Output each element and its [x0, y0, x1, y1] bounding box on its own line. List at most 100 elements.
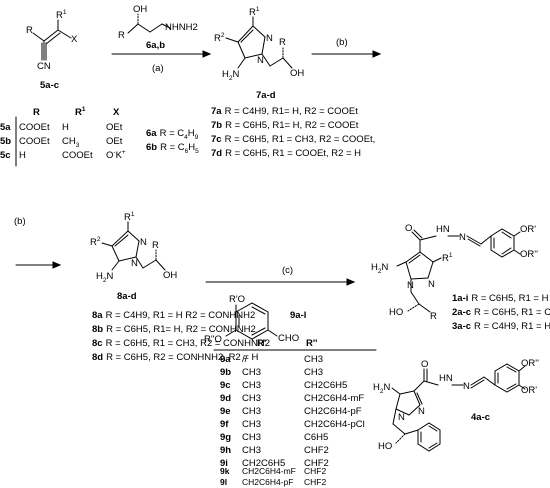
- c5-atom-R1: R1: [56, 9, 67, 21]
- c7-atom-R2: R2: [214, 32, 225, 44]
- c7-atom-R: R: [279, 37, 286, 48]
- t5-header-R1: R1: [75, 106, 86, 118]
- t5-row-5c-X: O-K+: [106, 149, 126, 161]
- compound-9-structure: [225, 302, 278, 340]
- c5-atom-CN: CN: [37, 61, 51, 72]
- c5-label: 5a-c: [40, 80, 59, 91]
- t5-row-5b-R1: CH3: [62, 136, 80, 149]
- c1-atom-NH: HN: [436, 224, 450, 235]
- c1-atom-HO: HO: [389, 307, 403, 318]
- t9-header-r1: R': [257, 338, 266, 349]
- c4-atom-NH: HN: [439, 373, 453, 384]
- c8-atom-R1: R1: [124, 211, 135, 223]
- c4-atom-OR1: OR': [521, 385, 537, 396]
- compound-1-structure: [396, 228, 521, 313]
- c4-atom-HO: HO: [378, 441, 392, 452]
- c4-atom-N1: N: [398, 412, 405, 423]
- c9-atom-OR2: R''O: [204, 334, 222, 345]
- t5-row-5a-R1: H: [62, 122, 69, 133]
- c7-atom-N2: N: [266, 33, 273, 44]
- c5-atom-X: X: [71, 34, 78, 45]
- t5-row-5c-R1: COOEt: [62, 150, 93, 161]
- step-b-condition-top: (b): [336, 37, 348, 48]
- step-c-condition: (c): [282, 265, 293, 276]
- c9-label: 9a-l: [290, 310, 306, 321]
- c7-atom-R1: R1: [249, 6, 260, 18]
- t5-row-5a-id: 5a: [0, 122, 11, 133]
- c1-atom-N: N: [459, 232, 466, 243]
- c8-atom-NH2: H2N: [96, 271, 114, 284]
- c8-atom-N1: N: [131, 258, 138, 269]
- t5-row-5b-id: 5b: [0, 136, 11, 147]
- c4-atom-N2: N: [418, 406, 425, 417]
- c8-atom-R2: R2: [90, 236, 101, 248]
- c4-atom-NH2: H2N: [373, 382, 391, 395]
- c8-atom-R: R: [152, 240, 159, 251]
- c5-atom-R: R: [26, 25, 33, 36]
- compound-7-structure: [225, 16, 293, 69]
- c1-row-2: 2a-cR = C6H5, R1 = CH3: [452, 307, 550, 318]
- c4-atom-OR2: OR'': [521, 358, 539, 369]
- compound-8-structure: [101, 221, 166, 271]
- c8-label: 8a-d: [117, 291, 137, 302]
- t9-header-r2: R'': [306, 338, 317, 349]
- t5-header-X: X: [113, 107, 120, 118]
- t5-row-5c-id: 5c: [0, 150, 11, 161]
- c1-atom-OR1: OR': [520, 224, 536, 235]
- r6-hydrazine: NHNH2: [165, 22, 198, 33]
- c8-atom-OH: OH: [163, 270, 177, 281]
- step-b-condition-left: (b): [14, 216, 26, 227]
- c1-atom-NH2: H2N: [371, 262, 389, 275]
- c1-atom-O: O: [405, 223, 412, 234]
- c1-atom-N1: N: [407, 280, 414, 291]
- c7-label: 7a-d: [256, 90, 276, 101]
- compound-5-structure: [32, 19, 72, 61]
- c1-atom-N2: N: [428, 279, 435, 290]
- t5-row-5b-X: OEt: [106, 136, 123, 147]
- t9-row: 9a//CH3: [220, 354, 323, 365]
- c1-atom-R1: R1: [442, 252, 453, 264]
- c4-label: 4a-c: [471, 412, 490, 423]
- t5-row-5a-R: COOEt: [19, 122, 50, 133]
- c9-atom-CHO: CHO: [278, 333, 299, 344]
- c1-atom-R: R: [430, 311, 437, 322]
- t5-row-5a-X: OEt: [106, 122, 123, 133]
- step-a-condition: (a): [152, 63, 164, 74]
- reagent-6-structure: [127, 13, 171, 34]
- r6-atom-R: R: [118, 30, 125, 41]
- r6-atom-OH: OH: [133, 4, 147, 15]
- compound-4-structure: [391, 363, 526, 452]
- c8-atom-N2: N: [140, 237, 147, 248]
- c7-atom-N1: N: [257, 55, 264, 66]
- t5-row-5c-R: H: [19, 150, 26, 161]
- c1-atom-OR2: OR'': [520, 249, 538, 260]
- c7-atom-OH: OH: [290, 68, 304, 79]
- c4-atom-N: N: [463, 381, 470, 392]
- c7-atom-NH2: H2N: [222, 69, 240, 82]
- t5-row-5b-R: COOEt: [19, 136, 50, 147]
- t5-header-R: R: [33, 107, 40, 118]
- c4-atom-O: O: [421, 359, 428, 370]
